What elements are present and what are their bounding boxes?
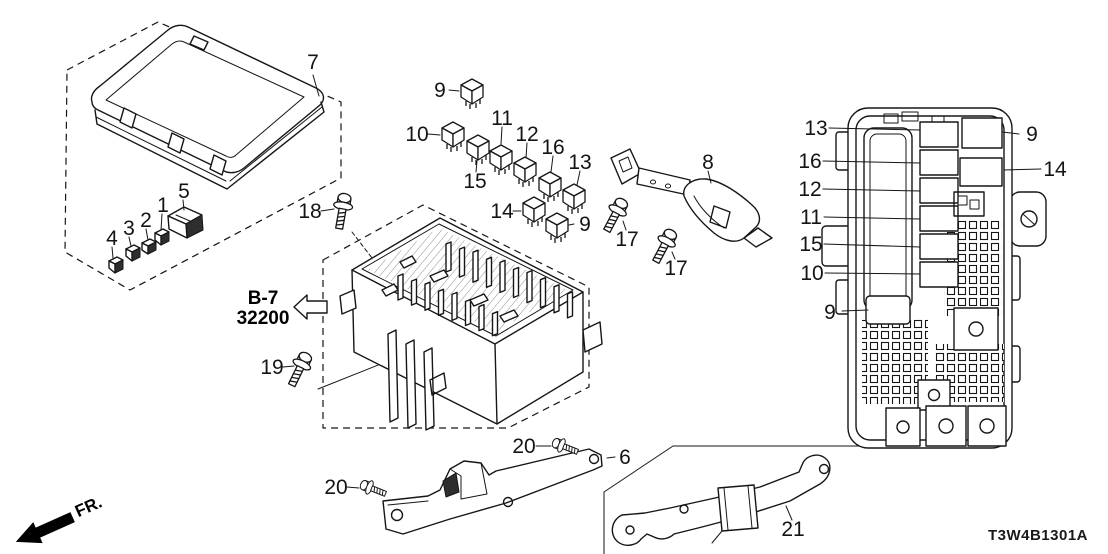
callout-13-relay: 13	[568, 151, 591, 174]
callout-21: 21	[781, 518, 804, 541]
callout-15-box: 15	[799, 233, 822, 256]
callout-8: 8	[702, 151, 714, 174]
bracket-21	[611, 454, 831, 546]
callout-11-box: 11	[800, 206, 822, 229]
callout-11-relay: 11	[491, 107, 513, 130]
relay-10	[441, 121, 465, 153]
boundary-cover-region	[64, 21, 342, 291]
callout-4: 4	[106, 227, 118, 250]
right-fusebox	[821, 107, 1047, 449]
callout-9-relay-lower: 9	[579, 213, 591, 236]
callout-9-relay-top: 9	[434, 79, 446, 102]
fr-label: FR.	[72, 493, 105, 521]
fusebox-cover	[90, 24, 325, 190]
leader-lines	[111, 74, 1042, 521]
relay-9-lower	[545, 212, 569, 244]
callout-20-b: 20	[512, 435, 535, 458]
callout-2: 2	[140, 209, 152, 232]
callout-15-relay: 15	[463, 170, 486, 193]
callout-14-box: 14	[1043, 158, 1067, 181]
callout-10-box: 10	[800, 262, 823, 285]
callout-12-box: 12	[798, 178, 821, 201]
reference-arrow-icon	[293, 294, 328, 320]
callout-12-relay: 12	[515, 123, 538, 146]
bracket-6	[382, 448, 603, 535]
relay-16	[538, 171, 562, 203]
callout-1: 1	[157, 194, 169, 217]
boundary-main-fusebox-region	[322, 204, 590, 429]
callout-10-relay: 10	[405, 123, 428, 146]
callout-6: 6	[619, 446, 631, 469]
bracket-8	[610, 148, 773, 248]
callout-19: 19	[260, 356, 283, 379]
callout-17-a: 17	[615, 228, 638, 251]
callout-5: 5	[178, 180, 190, 203]
callout-7: 7	[307, 51, 319, 74]
relay-9-top	[460, 78, 484, 110]
relay-13	[562, 183, 586, 215]
callout-16-relay: 16	[541, 136, 564, 159]
callout-17-b: 17	[664, 257, 687, 280]
callout-9-box-left: 9	[824, 301, 836, 324]
reference-label: B-7	[248, 288, 279, 309]
diagram-code: T3W4B1301A	[988, 527, 1088, 544]
reference-part-code: 32200	[237, 308, 290, 329]
callout-3: 3	[123, 217, 135, 240]
relay-11	[489, 144, 513, 176]
bolt-20-a	[357, 476, 389, 501]
callout-14-relay: 14	[490, 200, 514, 223]
relay-12	[513, 156, 537, 188]
main-fusebox	[339, 217, 603, 431]
callout-9-box-right: 9	[1026, 123, 1038, 146]
relay-14	[522, 196, 546, 228]
callout-20-a: 20	[324, 476, 347, 499]
clip-parts	[108, 206, 204, 274]
callout-13-box: 13	[804, 117, 827, 140]
callout-16-box: 16	[798, 150, 821, 173]
fr-direction-arrow: FR.	[15, 493, 105, 544]
callout-18: 18	[298, 200, 321, 223]
bolt-19	[282, 348, 317, 390]
relay-15	[466, 134, 490, 166]
boundary-bracket-21-region	[603, 445, 861, 554]
bolt-18	[329, 191, 356, 231]
